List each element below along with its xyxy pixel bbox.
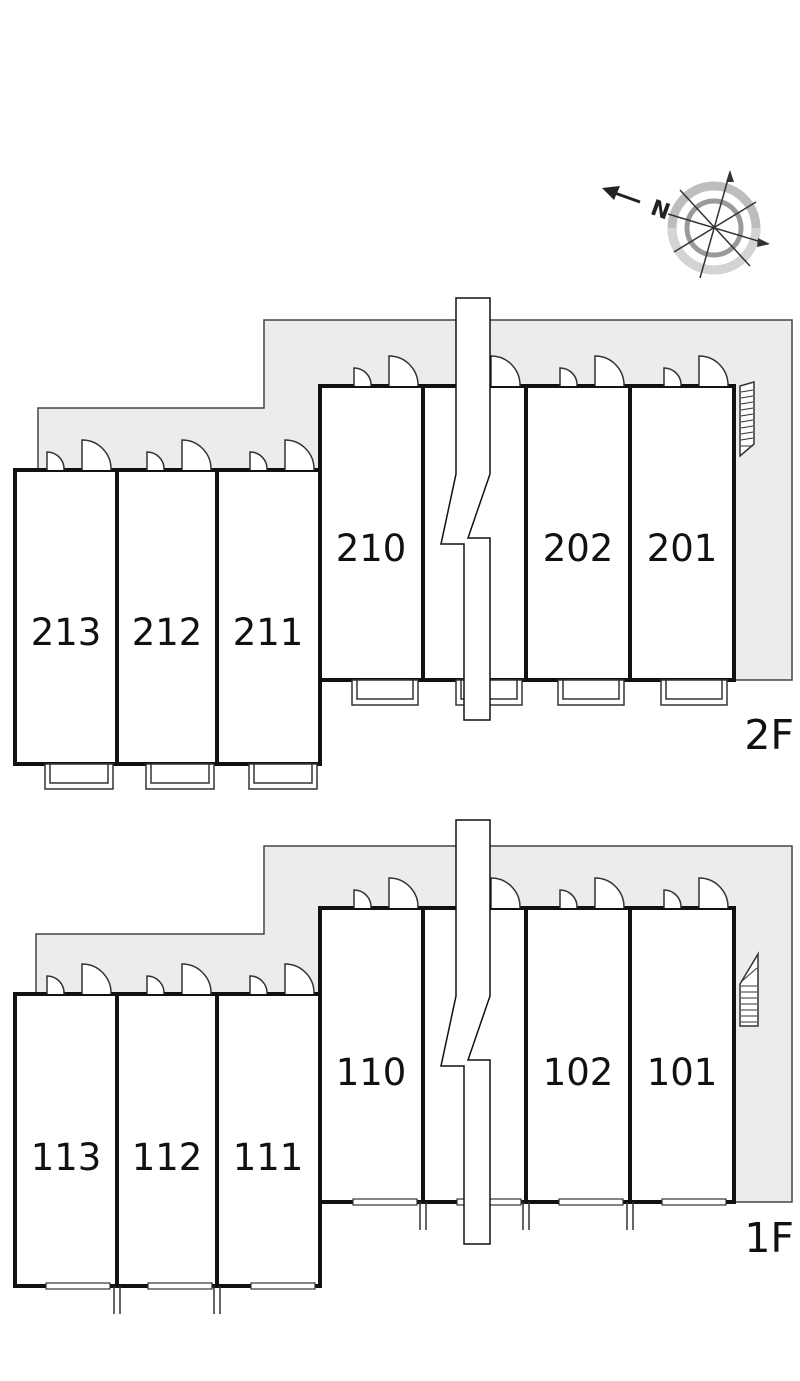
balcony [44,763,318,790]
door-icon [353,355,729,387]
unit [628,384,736,682]
unit-number: 212 [132,611,203,654]
floor-label: 1F [744,1214,794,1262]
unit-number: 213 [31,611,102,654]
unit [215,992,322,1288]
door-icon [46,963,315,995]
unit-number: 202 [543,527,614,570]
unit-number: 201 [647,527,718,570]
compass: N [602,170,770,279]
floor-2f: 210 202 201 213 212 211 2F [13,297,794,790]
break-line [440,819,491,1245]
stair-icon [739,951,759,1027]
unit [524,384,632,682]
partition [113,1202,634,1314]
unit-number: 211 [233,611,304,654]
floor-label: 2F [744,711,794,759]
unit-number: 112 [132,1136,203,1179]
stair-icon [739,381,755,458]
balcony [351,679,728,706]
unit [524,906,632,1204]
unit-number: 102 [543,1051,614,1094]
unit-number: 110 [336,1051,407,1094]
unit [628,906,736,1204]
unit [318,384,425,682]
door-icon [46,439,315,471]
unit-number: 210 [336,527,407,570]
break-line [440,297,491,721]
unit [115,992,219,1288]
door-icon [353,877,729,909]
unit-number: 111 [233,1136,304,1179]
compass-rose-icon [667,170,770,279]
floor-1f: 110 102 101 113 112 111 1F [13,819,794,1314]
north-arrow-icon [602,186,641,204]
unit [115,468,219,766]
unit-number: 101 [647,1051,718,1094]
unit-number: 113 [31,1136,102,1179]
